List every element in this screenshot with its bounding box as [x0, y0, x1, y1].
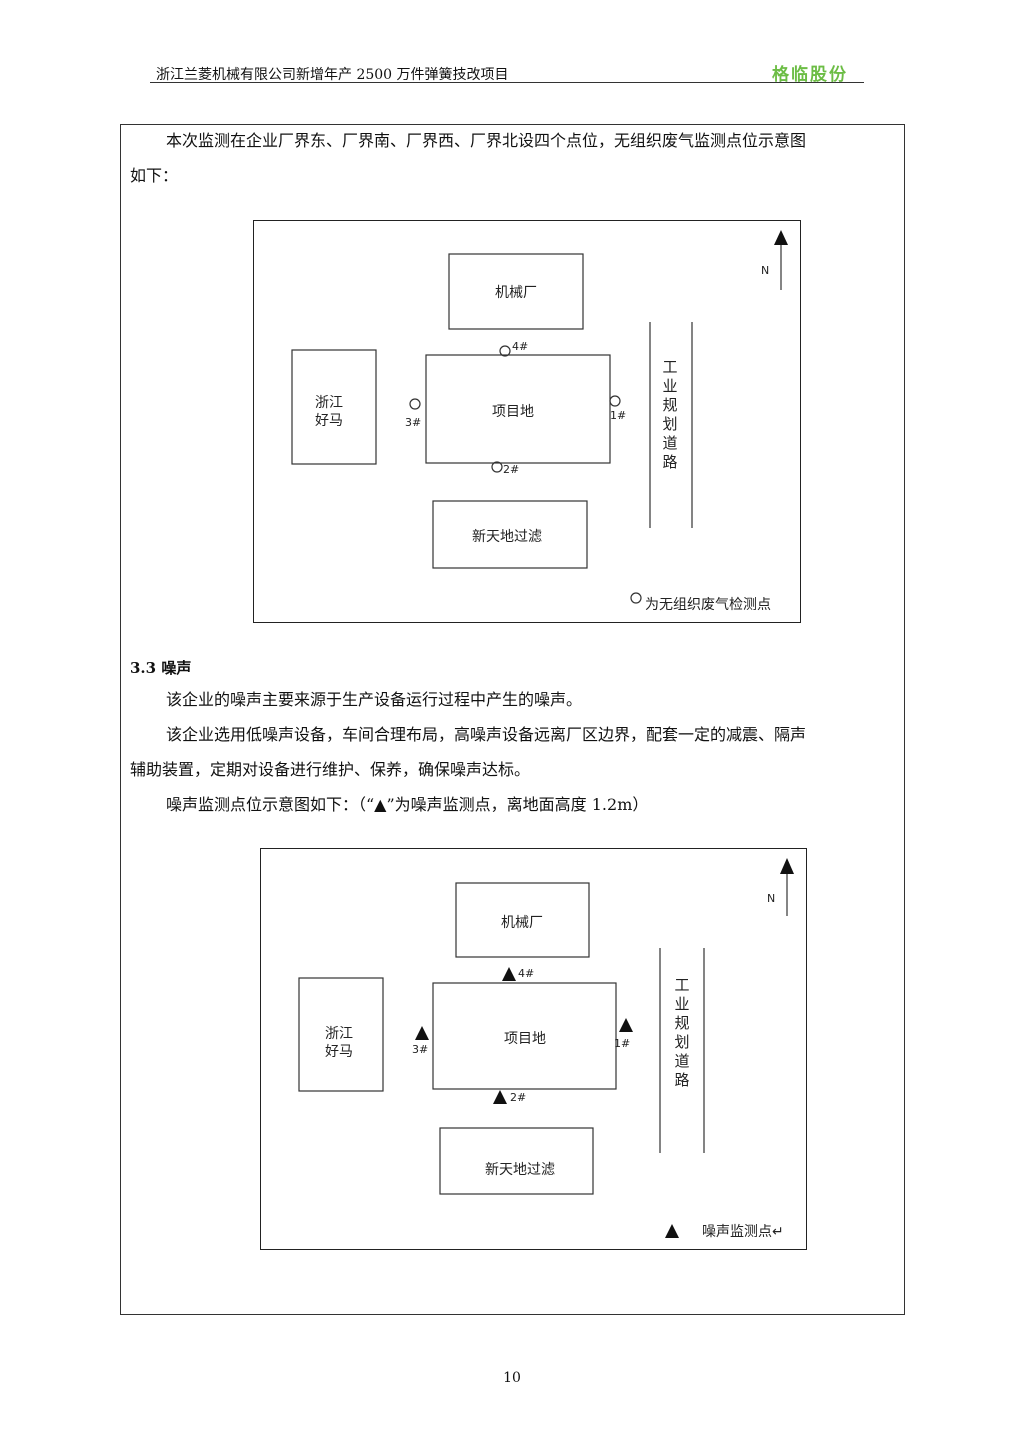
- waste-gas-monitoring-diagram: N 机械厂 浙江 好马 项目地 新天地过滤 工 业 规 划 道 路 1# 2# …: [253, 220, 801, 623]
- circle-point-icon: [491, 461, 503, 473]
- triangle-point-icon: [619, 1018, 633, 1032]
- west-label: 浙江: [325, 1026, 353, 1042]
- site-label: 项目地: [504, 1031, 546, 1047]
- road-label: 规: [662, 396, 677, 414]
- triangle-point-icon: [493, 1090, 507, 1104]
- road-label: 业: [674, 995, 689, 1013]
- site-block: [425, 354, 611, 464]
- circle-point-icon: [499, 345, 511, 357]
- site-block: [432, 982, 617, 1090]
- legend-label: 为无组织废气检测点: [645, 597, 771, 613]
- factory-label: 机械厂: [501, 915, 543, 931]
- road-label: 路: [674, 1071, 689, 1089]
- paragraph: 如下：: [130, 166, 179, 185]
- point-label: 2#: [510, 1091, 526, 1104]
- paragraph: 噪声监测点位示意图如下：（“▲”为噪声监测点，离地面高度 1.2m）: [166, 795, 649, 814]
- west-label: 好马: [325, 1044, 353, 1060]
- paragraph: 该企业选用低噪声设备，车间合理布局，高噪声设备远离厂区边界，配套一定的减震、隔声: [166, 725, 807, 744]
- north-label: N: [761, 264, 769, 277]
- west-label: 好马: [315, 413, 343, 429]
- triangle-point-icon: [415, 1026, 429, 1040]
- site-label: 项目地: [492, 404, 534, 420]
- noise-monitoring-diagram: N 机械厂 浙江 好马 项目地 新天地过滤 工 业 规 划 道 路 1# 2# …: [260, 848, 807, 1250]
- factory-block: [455, 882, 590, 958]
- road-label: 划: [674, 1033, 689, 1051]
- paragraph: 本次监测在企业厂界东、厂界南、厂界西、厂界北设四个点位，无组织废气监测点位示意图: [166, 131, 807, 150]
- triangle-point-icon: [502, 967, 516, 981]
- road-label: 道: [662, 434, 677, 452]
- point-label: 3#: [405, 416, 421, 429]
- road-label: 道: [674, 1052, 689, 1070]
- paragraph: 辅助装置，定期对设备进行维护、保养，确保噪声达标。: [130, 760, 531, 779]
- road-label: 工: [662, 358, 677, 376]
- paragraph: 该企业的噪声主要来源于生产设备运行过程中产生的噪声。: [166, 690, 583, 709]
- circle-point-icon: [609, 395, 621, 407]
- west-block: [298, 977, 384, 1092]
- road-label: 业: [662, 377, 677, 395]
- south-block: [432, 500, 588, 569]
- road-label: 划: [662, 415, 677, 433]
- content-frame: [120, 124, 905, 1315]
- south-block: [439, 1127, 594, 1195]
- header-title: 浙江兰菱机械有限公司新增年产 2500 万件弹簧技改项目: [156, 67, 509, 83]
- circle-point-icon: [409, 398, 421, 410]
- north-arrow-icon: [780, 858, 794, 874]
- legend-label: 噪声监测点↵: [702, 1224, 784, 1240]
- west-block: [291, 349, 377, 465]
- road-label: 工: [674, 976, 689, 994]
- section-heading: 3.3 噪声: [130, 659, 192, 677]
- road-label: 规: [674, 1014, 689, 1032]
- factory-label: 机械厂: [495, 285, 537, 301]
- point-label: 1#: [614, 1037, 630, 1050]
- diagram-border: [253, 220, 801, 623]
- factory-block: [448, 253, 584, 330]
- point-label: 3#: [412, 1043, 428, 1056]
- diagram-border: [260, 848, 807, 1250]
- point-label: 2#: [503, 463, 519, 476]
- west-label: 浙江: [315, 395, 343, 411]
- page-number: 10: [503, 1370, 521, 1386]
- circle-legend-icon: [630, 592, 642, 604]
- south-label: 新天地过滤: [485, 1162, 555, 1178]
- north-arrow-icon: [774, 230, 788, 245]
- header-divider: [150, 82, 864, 83]
- point-label: 1#: [610, 409, 626, 422]
- triangle-legend-icon: [665, 1224, 679, 1238]
- road-label: 路: [662, 453, 677, 471]
- south-label: 新天地过滤: [472, 529, 542, 545]
- point-label: 4#: [518, 967, 534, 980]
- north-label: N: [767, 892, 775, 905]
- brand-logo: 格临股份: [772, 65, 848, 85]
- point-label: 4#: [512, 340, 528, 353]
